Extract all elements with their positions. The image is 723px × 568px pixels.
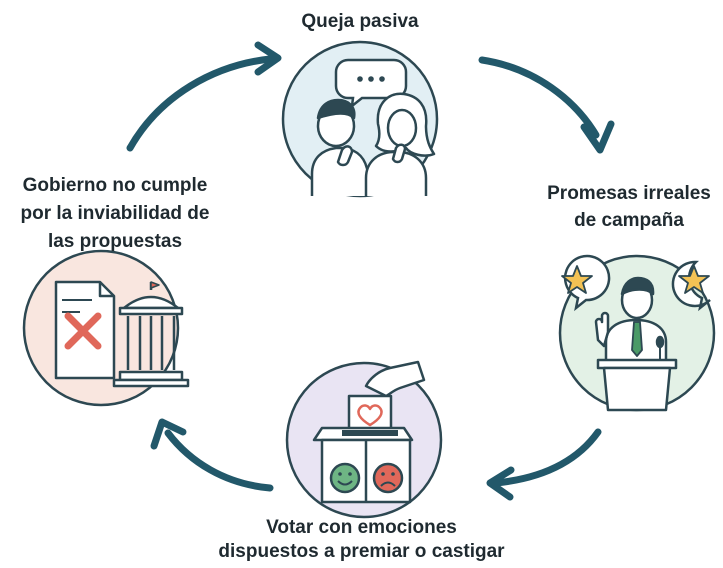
- label-gobierno-no-cumple: Gobierno no cumple por la inviabilidad d…: [0, 172, 230, 256]
- node-right-icon: [558, 254, 716, 412]
- label-line: dispuestos a premiar o castigar: [218, 541, 505, 562]
- arrow-bottom-to-left: [150, 418, 274, 492]
- label-line: Gobierno no cumple: [22, 175, 208, 196]
- node-top-icon: [281, 40, 439, 198]
- arrow-top-to-right: [478, 56, 615, 154]
- label-line: Promesas irreales: [547, 183, 711, 204]
- star-bubble-left-icon: [561, 254, 611, 312]
- label-line: por la inviabilidad de: [20, 203, 210, 224]
- node-bottom-icon: [285, 360, 443, 519]
- label-line: de campaña: [574, 210, 684, 231]
- node-left-icon: [22, 249, 190, 407]
- label-promesas-irreales: Promesas irreales de campaña: [535, 180, 723, 234]
- cycle-arrows: [126, 41, 615, 501]
- government-building-icon: [112, 281, 190, 388]
- label-votar-con-emociones: Votar con emociones dispuestos a premiar…: [200, 516, 523, 564]
- star-bubble-right-icon: [671, 260, 711, 312]
- label-line: Queja pasiva: [301, 11, 419, 32]
- speaker-at-podium-icon: [594, 276, 678, 412]
- speech-bubble-icon: [334, 58, 408, 109]
- arrow-right-to-bottom: [486, 428, 602, 501]
- label-line: Votar con emociones: [266, 517, 457, 538]
- arrow-left-to-top: [126, 41, 282, 152]
- rejected-document-icon: [54, 280, 116, 380]
- ballot-box-icon: [312, 360, 426, 504]
- label-queja-pasiva: Queja pasiva: [270, 8, 450, 35]
- label-line: las propuestas: [47, 231, 183, 252]
- thinking-people-icon: [310, 92, 436, 196]
